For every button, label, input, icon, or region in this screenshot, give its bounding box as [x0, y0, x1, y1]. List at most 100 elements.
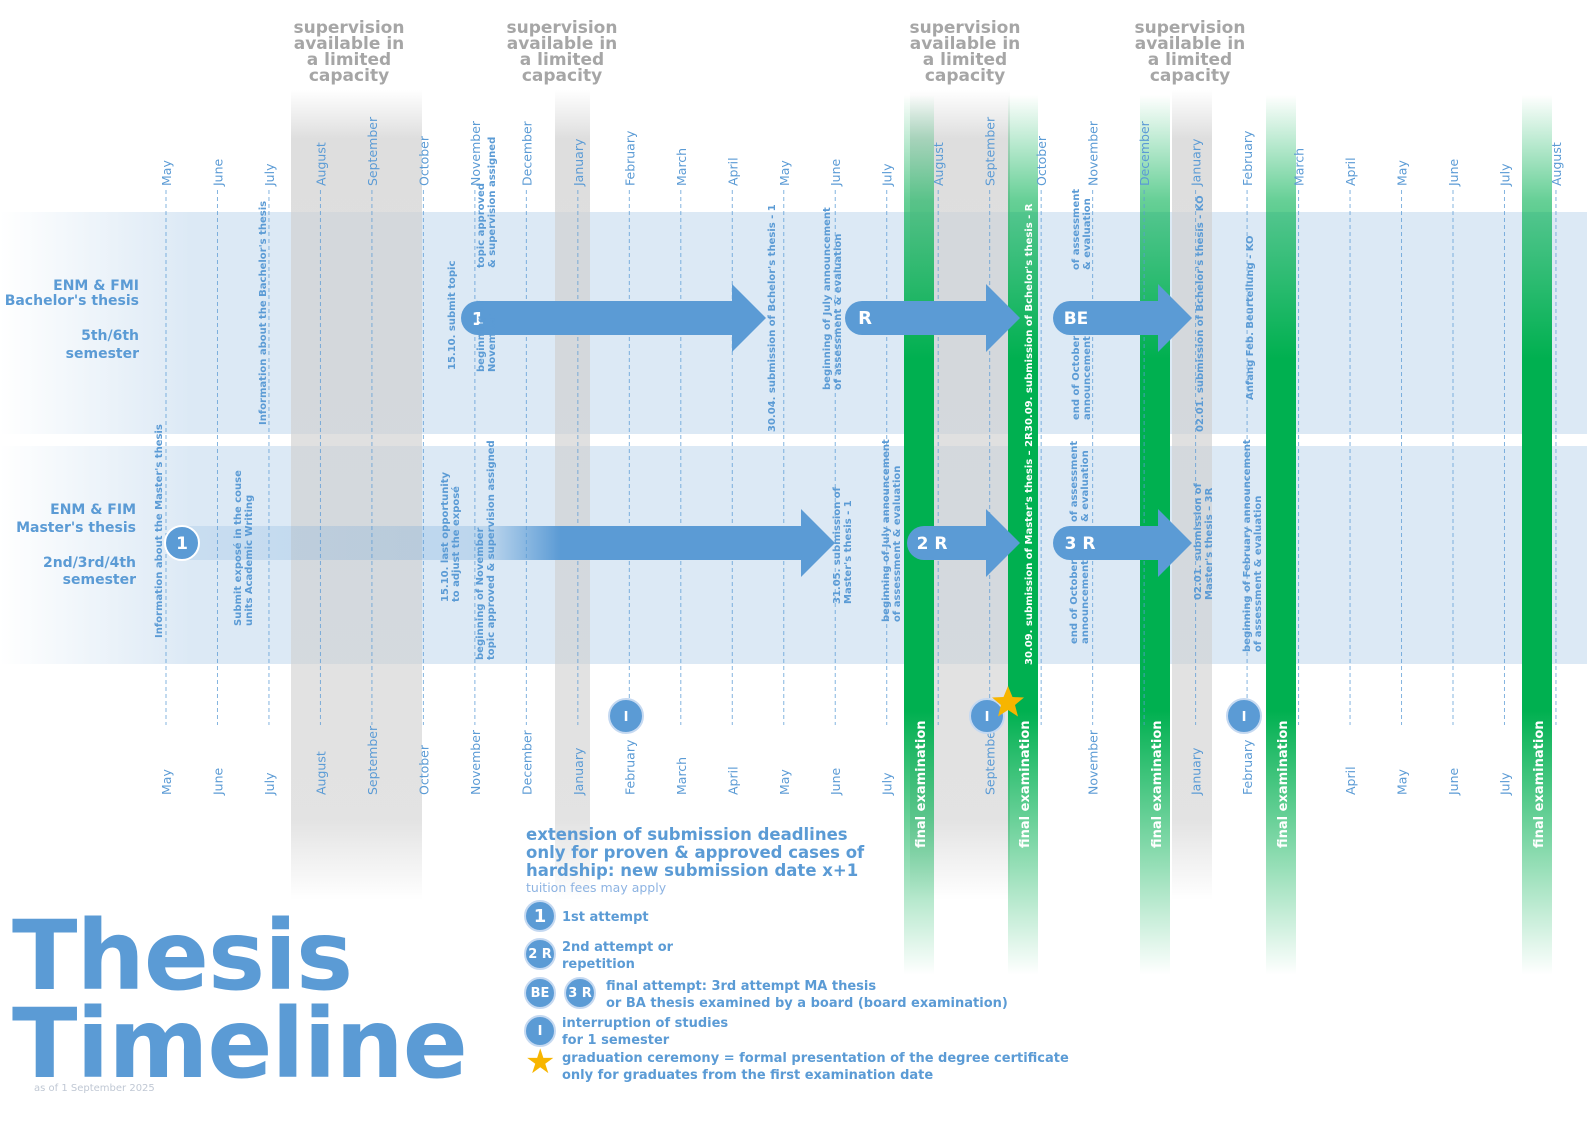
supervision-label-1: capacity [309, 66, 389, 86]
final-exam-column-4 [1266, 95, 1296, 975]
legend-badge-interruption: I [524, 1015, 556, 1047]
timeline-note: end of October [1071, 336, 1082, 420]
timeline-note: announcement [1082, 336, 1093, 420]
supervision-label-1: a limited [307, 50, 391, 70]
timeline-note: beginning of November [475, 527, 486, 660]
timeline-note: end of October [1069, 560, 1080, 644]
supervision-label-3: capacity [925, 66, 1005, 86]
legend-star-icon: ★ [525, 1042, 556, 1082]
bachelor-row-semester-label: semester [66, 346, 139, 362]
bachelor-arrow-board-cap [1053, 301, 1087, 335]
master-row-title: ENM & FIM [50, 502, 136, 518]
month-label-bottom: April [725, 766, 740, 795]
timeline-note: beginning of February announcement [1242, 439, 1253, 652]
month-label-top: June [1446, 158, 1461, 187]
bachelor-row-subtitle: Bachelor's thesis [5, 293, 139, 309]
month-label-top: October [416, 135, 431, 186]
legend-interruption: interruption of studies for 1 semester [562, 1015, 728, 1049]
timeline-note: to adjust the exposé [450, 486, 462, 602]
month-label-top: July [880, 163, 895, 187]
month-label-top: April [1343, 157, 1358, 186]
timeline-note: 31.05. submission of [832, 486, 843, 604]
month-label-top: July [262, 163, 277, 187]
timeline-note: of assessment [1071, 189, 1082, 270]
timeline-note: units Academic Writing [244, 495, 255, 626]
month-label-bottom: May [1395, 769, 1410, 795]
legend-interruption-l2: for 1 semester [562, 1033, 670, 1048]
master-arrow-first [182, 509, 835, 577]
master-first-badge [164, 525, 200, 561]
timeline-note: of assessment & evaluation [833, 234, 844, 390]
timeline-note: of assessment [1069, 441, 1080, 522]
month-label-bottom: September [983, 725, 998, 795]
timeline-note: November [487, 314, 498, 372]
month-label-bottom: February [622, 739, 637, 795]
bachelor-row-title: ENM & FMI [53, 278, 139, 294]
legend-final-attempt: final attempt: 3rd attempt MA thesis or … [606, 978, 1008, 1012]
month-label-bottom: June [1446, 767, 1461, 796]
timeline-note: 15.10. last opportunity [440, 471, 451, 602]
month-label-top: March [674, 148, 689, 186]
master-row-subtitle: Master's thesis [16, 520, 136, 536]
timeline-note: 15.10. submit topic [447, 261, 458, 370]
master-arrow-second-cap [907, 526, 941, 560]
final-exam-label-3: final examination [1150, 720, 1165, 848]
supervision-label-2: supervision [507, 18, 618, 38]
month-label-top: October [1034, 135, 1049, 186]
supervision-label-3: available in [910, 34, 1021, 54]
timeline-note: 02.01. submission of Bchelor's thesis - … [1195, 195, 1206, 432]
master-arrow-second [924, 509, 1020, 577]
master-arrow-second-label: 2 R [917, 534, 948, 554]
month-label-top: November [1086, 120, 1101, 186]
month-label-bottom: July [1497, 772, 1512, 796]
supervision-label-1: available in [294, 34, 405, 54]
legend-final-attempt-l1: final attempt: 3rd attempt MA thesis [606, 979, 877, 994]
timeline-note: beginning of [476, 300, 487, 372]
legend-badge-board-exam: BE [524, 977, 556, 1009]
master-row-semester: 2nd/3rd/4th [43, 555, 136, 571]
timeline-note: & supervision assigned [487, 137, 498, 268]
legend-badge-second-attempt: 2 R [524, 938, 556, 970]
month-label-bottom: October [416, 744, 431, 795]
bachelor-arrow-board [1070, 284, 1192, 352]
legend-first-attempt: 1st attempt [562, 909, 649, 926]
timeline-note: announcement [1080, 560, 1091, 644]
master-arrow-third-cap [1053, 526, 1087, 560]
bachelor-arrow-first-cap [461, 301, 495, 335]
as-of-date: as of 1 September 2025 [34, 1083, 155, 1094]
timeline-note: Master's thesis - 1 [843, 500, 854, 604]
interruption-marker-3 [1226, 698, 1262, 734]
legend-second-attempt: 2nd attempt or repetition [562, 939, 673, 973]
timeline-note: topic approved & supervision assigned [486, 440, 497, 660]
legend-graduation-l2: only for graduates from the first examin… [562, 1068, 934, 1083]
month-label-top: January [571, 138, 586, 187]
timeline-note: beginning of July announcement [822, 207, 833, 390]
timeline-note: of assessment & evaluation [1253, 496, 1264, 652]
timeline-note: Information about the Master's thesis [154, 424, 165, 638]
month-label-bottom: August [313, 751, 328, 795]
legend-first-attempt-text: 1st attempt [562, 910, 649, 925]
timeline-note: Anfang Feb. Beurteilung - KO [1245, 235, 1256, 400]
interruption-marker-1 [608, 698, 644, 734]
month-label-bottom: May [777, 769, 792, 795]
month-label-bottom: June [828, 767, 843, 796]
page-title: Thesis Timeline [12, 908, 468, 1092]
month-label-bottom: November [468, 729, 483, 795]
timeline-note: of assessment & evaluation [892, 466, 903, 622]
supervision-label-2: a limited [520, 50, 604, 70]
month-label-bottom: May [159, 769, 174, 795]
master-arrow-first-label: 1 [176, 534, 188, 554]
legend-second-attempt-l1: 2nd attempt or [562, 940, 674, 955]
supervision-label-3: supervision [910, 18, 1021, 38]
month-label-top: February [1240, 130, 1255, 186]
month-label-top: March [1292, 148, 1307, 186]
month-label-bottom: March [674, 757, 689, 795]
timeline-note: & evaluation [1082, 198, 1093, 270]
month-label-bottom: January [1189, 747, 1204, 796]
month-label-bottom: January [571, 747, 586, 796]
supervision-shade-4 [1172, 90, 1212, 900]
timeline-note: & evaluation [1080, 450, 1091, 522]
interruption-marker-label: I [624, 710, 629, 725]
month-label-bottom: November [1086, 729, 1101, 795]
